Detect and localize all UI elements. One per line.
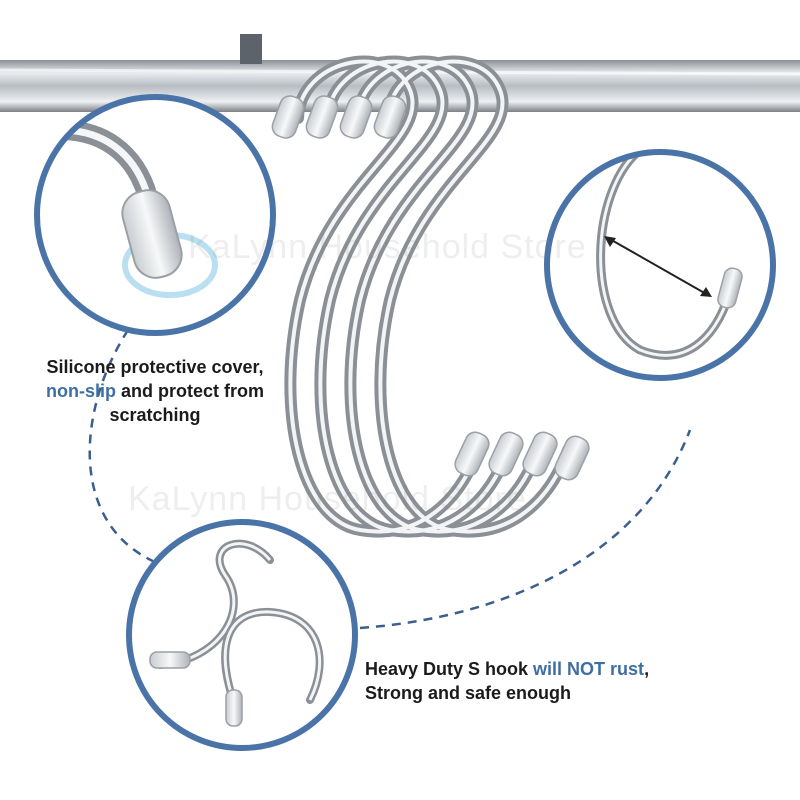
caption-bottom-line1: Heavy Duty S hook will NOT rust,: [365, 657, 695, 681]
caption-bottom-line2: Strong and safe enough: [365, 683, 572, 703]
silicone-caps: [271, 95, 590, 481]
caption-top-line2-rest: and protect from: [115, 381, 264, 401]
caption-bottom-start: Heavy Duty S hook: [365, 659, 534, 679]
caption-top-line2: non-slip and protect from: [30, 379, 280, 403]
detail-circle-cap: [34, 94, 276, 336]
caption-top-highlight: non-slip: [45, 381, 116, 401]
caption-bottom-end: ,: [644, 659, 650, 679]
caption-bottom-highlight: will NOT rust: [533, 659, 645, 679]
detail-circle-opening: [544, 149, 776, 381]
detail-circle-interlock: [126, 519, 358, 751]
watermark-top: KaLynn Household Store: [188, 228, 587, 266]
caption-top-line3: scratching: [109, 405, 201, 425]
caption-top-line1: Silicone protective cover,: [46, 357, 264, 377]
caption-silicone-cover: Silicone protective cover, non-slip and …: [30, 355, 280, 427]
watermark-bottom: KaLynn Household Store: [128, 480, 527, 518]
caption-heavy-duty: Heavy Duty S hook will NOT rust, Strong …: [365, 657, 695, 705]
dashed-connectors: [88, 329, 692, 630]
s-hooks: [271, 55, 590, 538]
